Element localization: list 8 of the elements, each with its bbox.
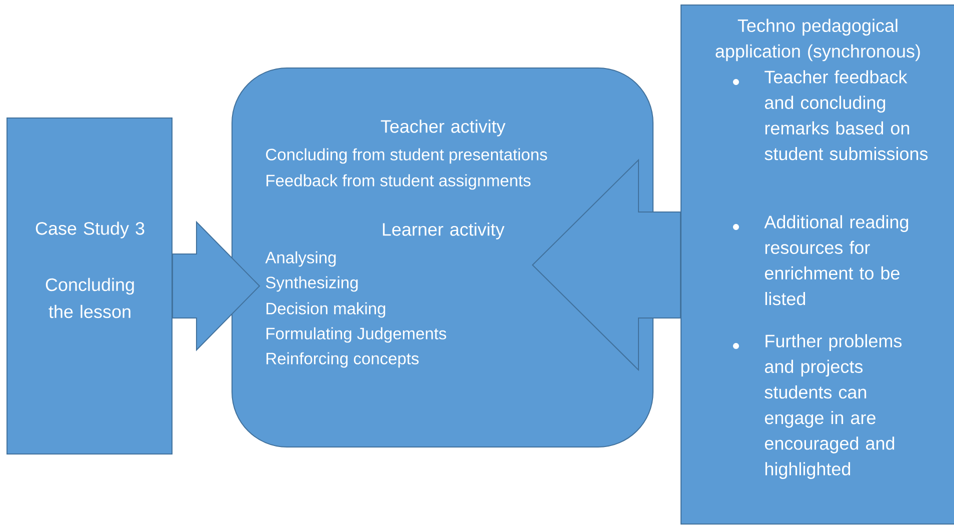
bullet-item: Additional reading resources for enrichment to be listed (733, 215, 908, 306)
block-arrow (172, 220, 260, 352)
process-box: Techno pedagogical application (synchronous) Teacher feedback and concluding remarks based on student submissions Additional reading resources for enrichment to be listed Further problems and projects students can engage in are encouraged and highlighted (680, 4, 954, 524)
bullet-item: Further problems and projects students can engage in are encouraged and highlighted (733, 334, 902, 479)
block-arrow (532, 158, 681, 372)
rounded-box: Teacher activity Concluding from student presentations Feedback from student assignments Learner activity Analysing Synthesizing Decision making Formulating Judgements Reinforcing concepts (232, 68, 654, 448)
process-box: Case Study 3 Concluding the lesson (6, 118, 172, 454)
bullet-item: Teacher feedback and concluding remarks based on student submissions (733, 70, 928, 160)
